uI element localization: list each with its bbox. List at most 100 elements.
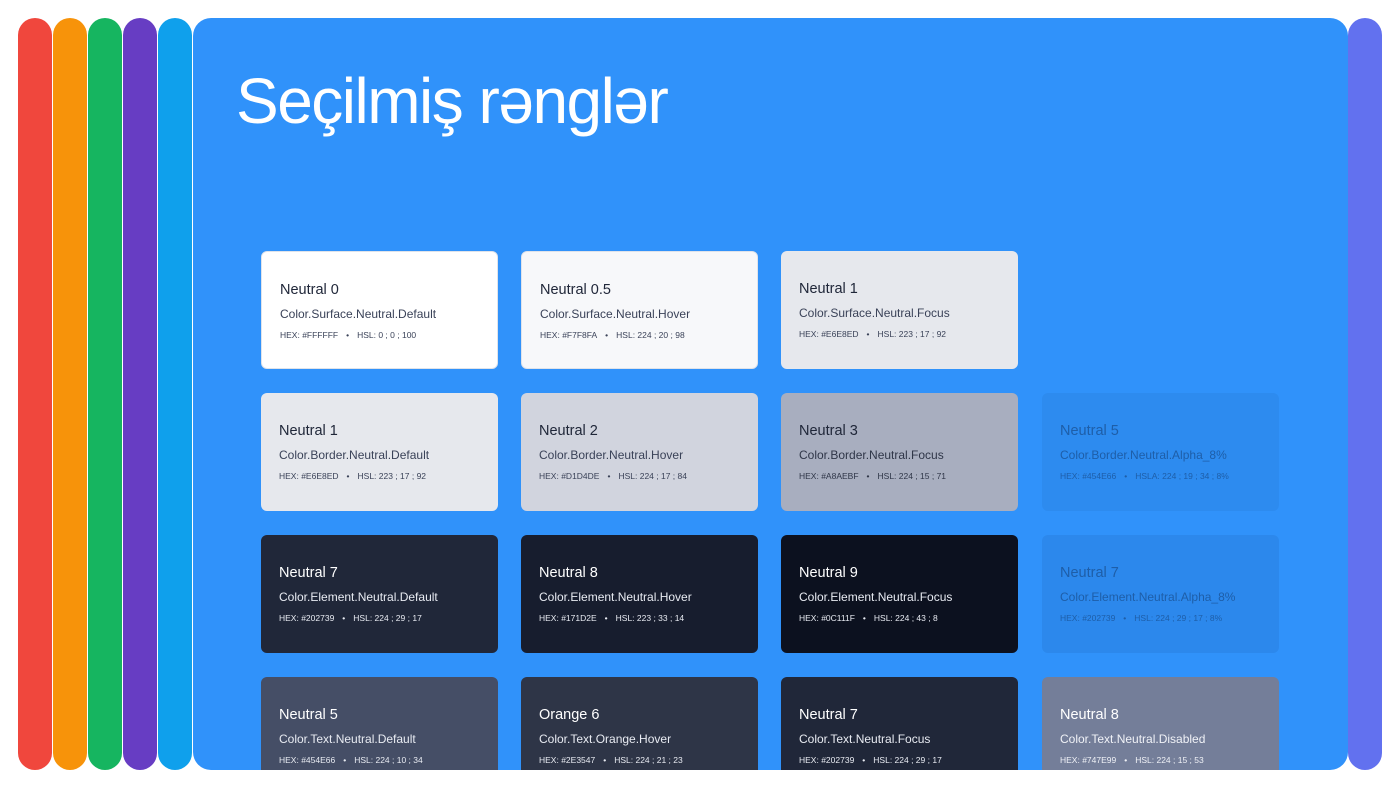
color-card: Neutral 7 Color.Element.Neutral.Alpha_8% H…	[1042, 535, 1279, 653]
card-color-name: Neutral 9	[799, 565, 858, 581]
separator-dot-icon: •	[346, 330, 350, 340]
separator-dot-icon: •	[1124, 755, 1128, 765]
purple-strip	[123, 18, 157, 770]
card-color-values: HEX: #E6E8ED • HSL: 223 ; 17 ; 92	[799, 329, 1000, 339]
card-color-values: HEX: #FFFFFF • HSL: 0 ; 0 ; 100	[280, 330, 479, 340]
card-color-values: HEX: #202739 • HSL: 224 ; 29 ; 17	[799, 755, 1000, 765]
card-hex-value: HEX: #E6E8ED	[279, 471, 339, 481]
card-hex-value: HEX: #A8AEBF	[799, 471, 859, 481]
card-token-name: Color.Surface.Neutral.Hover	[540, 307, 691, 321]
card-hex-value: HEX: #202739	[1060, 613, 1116, 623]
card-token-name: Color.Border.Neutral.Default	[279, 448, 430, 462]
card-color-values: HEX: #E6E8ED • HSL: 223 ; 17 ; 92	[279, 471, 480, 481]
card-hsl-value: HSL: 223 ; 17 ; 92	[877, 329, 947, 339]
card-color-name: Neutral 3	[799, 423, 858, 439]
card-color-name: Neutral 8	[539, 565, 598, 581]
card-color-name: Neutral 0.5	[540, 282, 611, 298]
cyan-strip	[158, 18, 192, 770]
separator-dot-icon: •	[866, 471, 870, 481]
card-color-name: Neutral 7	[799, 707, 858, 723]
card-token-name: Color.Border.Neutral.Alpha_8%	[1060, 448, 1227, 462]
card-token-name: Color.Surface.Neutral.Default	[280, 307, 437, 321]
card-hsl-value: HSL: 223 ; 33 ; 14	[615, 613, 685, 623]
card-token-name: Color.Text.Orange.Hover	[539, 732, 672, 746]
separator-dot-icon: •	[342, 613, 346, 623]
card-hex-value: HEX: #454E66	[279, 755, 336, 765]
card-hex-value: HEX: #F7F8FA	[540, 330, 598, 340]
separator-dot-icon: •	[605, 330, 609, 340]
card-token-name: Color.Border.Neutral.Focus	[799, 448, 944, 462]
red-strip	[18, 18, 52, 770]
card-color-name: Neutral 8	[1060, 707, 1119, 723]
separator-dot-icon: •	[862, 755, 866, 765]
card-color-values: HEX: #D1D4DE • HSL: 224 ; 17 ; 84	[539, 471, 740, 481]
indigo-strip	[1348, 18, 1382, 770]
card-color-name: Neutral 7	[279, 565, 338, 581]
card-color-name: Neutral 5	[1060, 423, 1119, 439]
orange-strip	[53, 18, 87, 770]
card-hex-value: HEX: #D1D4DE	[539, 471, 600, 481]
page-title: Seçilmiş rənglər	[236, 65, 669, 137]
card-hsl-value: HSL: 224 ; 15 ; 53	[1135, 755, 1204, 765]
color-card: Neutral 5 Color.Border.Neutral.Alpha_8% HE…	[1042, 393, 1279, 511]
card-token-name: Color.Text.Neutral.Default	[279, 732, 416, 746]
card-hex-value: HEX: #E6E8ED	[799, 329, 859, 339]
separator-dot-icon: •	[346, 471, 350, 481]
card-color-name: Neutral 7	[1060, 565, 1119, 581]
card-hex-value: HEX: #0C111F	[799, 613, 855, 623]
card-token-name: Color.Border.Neutral.Hover	[539, 448, 684, 462]
separator-dot-icon: •	[862, 613, 866, 623]
card-color-name: Neutral 1	[799, 281, 858, 297]
card-hsl-value: HSL: 224 ; 29 ; 17	[353, 613, 422, 623]
card-hex-value: HEX: #171D2E	[539, 613, 597, 623]
card-hsl-value: HSL: 224 ; 15 ; 71	[877, 471, 947, 481]
card-token-name: Color.Text.Neutral.Disabled	[1060, 732, 1206, 746]
card-hex-value: HEX: #747E99	[1060, 755, 1117, 765]
card-color-values: HEX: #2E3547•HSL: 224 ; 21 ; 23	[539, 755, 740, 765]
card-color-values: HEX: #F7F8FA • HSL: 224 ; 20 ; 98	[540, 330, 739, 340]
card-token-name: Color.Element.Neutral.Alpha_8%	[1060, 590, 1236, 604]
card-color-values: HEX: #202739•HSL: 224 ; 29 ; 17 ; 8%	[1060, 613, 1261, 623]
card-color-values: HEX: #171D2E•HSL: 223 ; 33 ; 14	[539, 613, 740, 623]
card-color-name: Neutral 2	[539, 423, 598, 439]
card-color-values: HEX: #747E99 • HSL: 224 ; 15 ; 53	[1060, 755, 1261, 765]
card-hsl-value: HSL: 0 ; 0 ; 100	[357, 330, 417, 340]
card-color-name: Neutral 0	[280, 282, 339, 298]
card-hsl-value: HSL: 224 ; 17 ; 84	[618, 471, 687, 481]
card-token-name: Color.Text.Neutral.Focus	[799, 732, 931, 746]
card-color-values: HEX: #454E66•HSL: 224 ; 10 ; 34	[279, 755, 480, 765]
separator-dot-icon: •	[866, 329, 870, 339]
card-token-name: Color.Surface.Neutral.Focus	[799, 306, 950, 320]
card-hsl-value: HSL: 224 ; 43 ; 8	[873, 613, 938, 623]
separator-dot-icon: •	[607, 471, 611, 481]
card-color-values: HEX: #202739 • HSL: 224 ; 29 ; 17	[279, 613, 480, 623]
card-hex-value: HEX: #202739	[279, 613, 335, 623]
card-hsl-value: HSL: 224 ; 10 ; 34	[354, 755, 423, 765]
card-hex-value: HEX: #202739	[799, 755, 855, 765]
card-color-values: HEX: #0C111F • HSL: 224 ; 43 ; 8	[799, 613, 1000, 623]
card-hsl-value: HSL: 223 ; 17 ; 92	[357, 471, 427, 481]
card-hex-value: HEX: #2E3547	[539, 755, 596, 765]
main-panel: Seçilmiş rənglər Neutral 0 Color.Surface.…	[193, 18, 1348, 770]
card-hsl-value: HSL: 224 ; 29 ; 17	[873, 755, 942, 765]
card-hex-value: HEX: #FFFFFF	[280, 330, 339, 340]
green-strip	[88, 18, 122, 770]
card-token-name: Color.Element.Neutral.Hover	[539, 590, 692, 604]
card-color-values: HEX: #454E66•HSLA: 224 ; 19 ; 34 ; 8%	[1060, 471, 1261, 481]
card-color-values: HEX: #A8AEBF • HSL: 224 ; 15 ; 71	[799, 471, 1000, 481]
card-token-name: Color.Element.Neutral.Default	[279, 590, 438, 604]
card-hsl-value: HSL: 224 ; 20 ; 98	[616, 330, 685, 340]
card-hsl-value: HSLA: 224 ; 19 ; 34 ; 8%	[1135, 471, 1229, 481]
card-hex-value: HEX: #454E66	[1060, 471, 1117, 481]
